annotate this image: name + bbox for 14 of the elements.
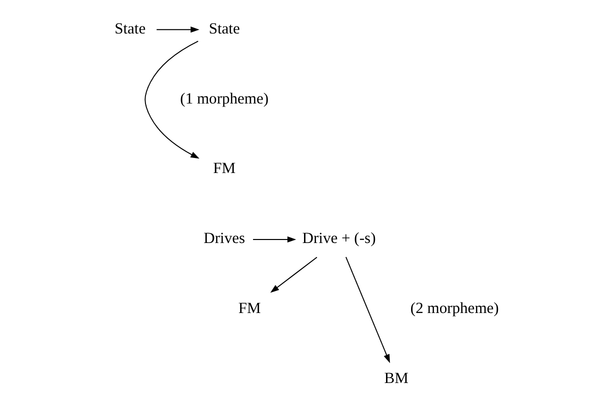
node-text: FM xyxy=(212,160,236,178)
node-text: State xyxy=(114,20,146,38)
arrow xyxy=(252,236,296,243)
arrow xyxy=(156,26,199,33)
node-text: Drives xyxy=(203,230,245,248)
label: (2 morpheme) xyxy=(410,300,498,318)
node-text: BM xyxy=(384,370,408,388)
node-text: Drive + (-s) xyxy=(302,230,376,248)
label: (1 morpheme) xyxy=(180,90,268,108)
node-text: FM xyxy=(238,300,260,318)
arrow xyxy=(144,40,199,159)
arrow xyxy=(344,256,390,364)
node-text: State xyxy=(208,20,240,38)
arrow xyxy=(270,256,317,293)
